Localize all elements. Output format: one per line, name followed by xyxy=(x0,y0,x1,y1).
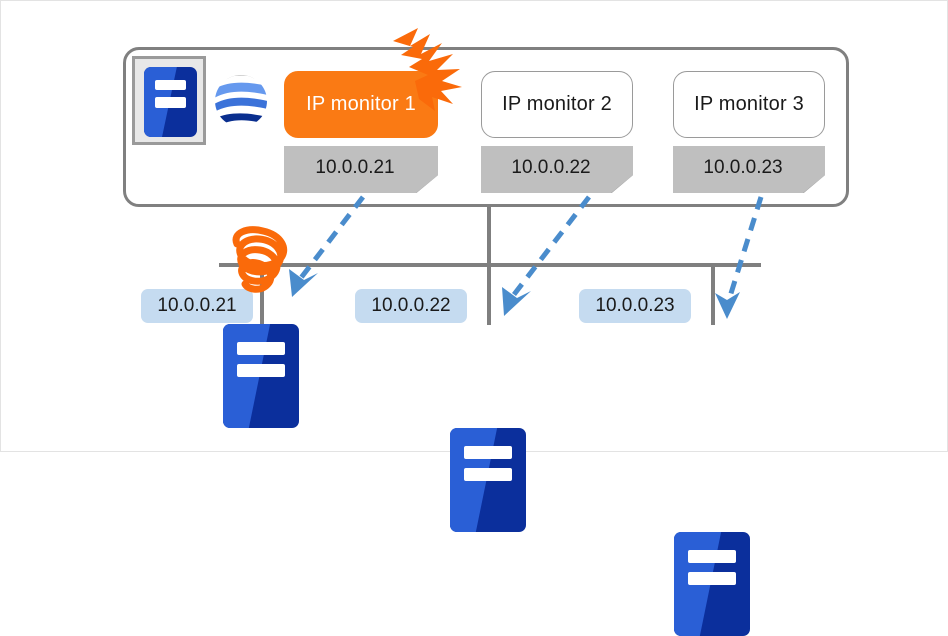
network-globe-icon xyxy=(213,73,269,129)
ip-monitor-1-address: 10.0.0.21 xyxy=(315,156,395,178)
monitoring-server-frame xyxy=(132,56,206,145)
ip-monitor-2-label: IP monitor 2 xyxy=(502,93,612,115)
ip-monitor-1-label: IP monitor 1 xyxy=(306,93,416,115)
ip-monitor-2-pill[interactable]: IP monitor 2 xyxy=(481,71,633,138)
ip-monitor-3-label: IP monitor 3 xyxy=(694,93,804,115)
network-drop-line-2 xyxy=(487,263,491,325)
target-3-ip: 10.0.0.23 xyxy=(595,295,675,316)
network-uplink-line xyxy=(487,207,491,265)
network-drop-line-3 xyxy=(711,263,715,325)
target-2-ip: 10.0.0.22 xyxy=(371,295,451,316)
dashed-arrow-icon xyxy=(295,195,764,304)
network-drop-line-1 xyxy=(260,263,264,325)
target-server-icon-1 xyxy=(223,324,299,428)
ip-monitor-2-address-note: 10.0.0.22 xyxy=(481,146,633,193)
target-2-ip-chip: 10.0.0.22 xyxy=(355,289,467,323)
ip-monitor-3-address-note: 10.0.0.23 xyxy=(673,146,825,193)
ip-monitor-2-address: 10.0.0.22 xyxy=(511,156,591,178)
ip-monitor-3-pill[interactable]: IP monitor 3 xyxy=(673,71,825,138)
target-1-ip-chip: 10.0.0.21 xyxy=(141,289,253,323)
monitoring-server-icon xyxy=(144,67,197,137)
target-server-icon-3 xyxy=(674,532,750,636)
ip-monitor-1-address-note: 10.0.0.21 xyxy=(284,146,438,193)
target-server-icon-2 xyxy=(450,428,526,532)
target-3-ip-chip: 10.0.0.23 xyxy=(579,289,691,323)
ip-monitor-3-address: 10.0.0.23 xyxy=(703,156,783,178)
target-1-ip: 10.0.0.21 xyxy=(157,295,237,316)
ip-monitor-1-pill[interactable]: IP monitor 1 xyxy=(284,71,438,138)
